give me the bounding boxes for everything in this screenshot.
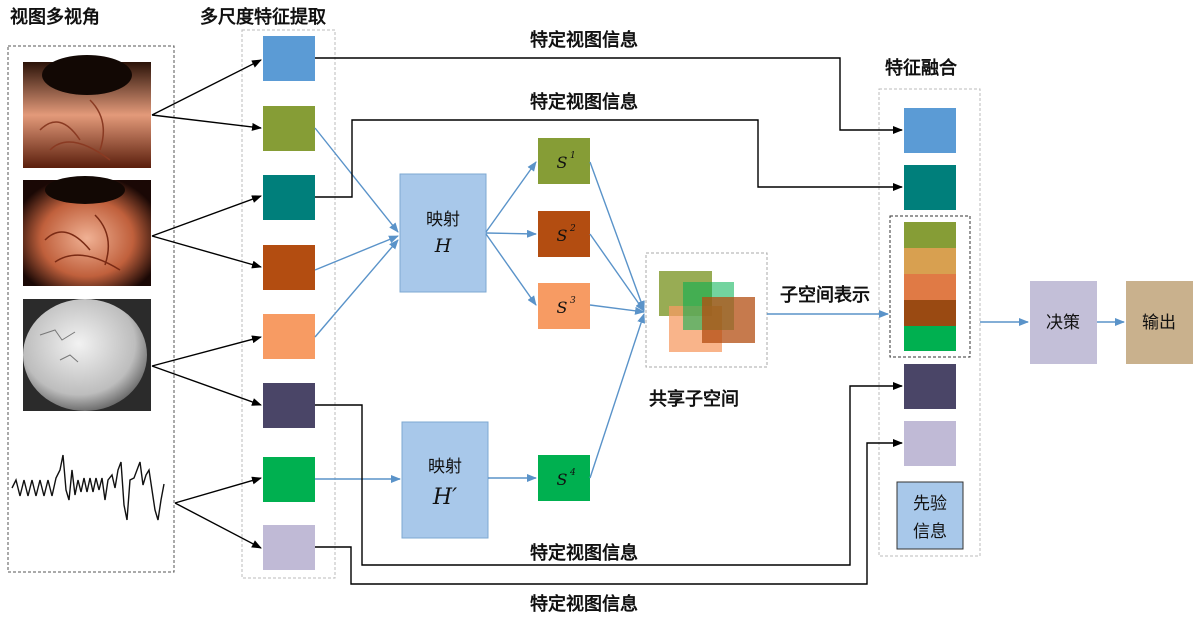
view-specific-label-1: 特定视图信息 — [530, 29, 638, 51]
subspace-s4 — [538, 455, 590, 501]
extraction-group — [241, 29, 336, 579]
prior-info-line1: 先验 — [913, 494, 947, 514]
feature-block-teal — [263, 175, 315, 220]
view-specific-label-4: 特定视图信息 — [530, 593, 638, 615]
fusion-stack-olive — [904, 222, 956, 248]
decision-label: 决策 — [1046, 313, 1080, 333]
view-to-feature-arrows — [151, 59, 262, 549]
egg-image-1 — [23, 55, 151, 168]
shared-subspace-label: 共享子空间 — [649, 388, 739, 410]
fusion-stack-brown — [904, 300, 956, 326]
fusion-subspace-group — [889, 215, 971, 358]
views-group — [7, 45, 175, 573]
subspace-s2-sup: 2 — [569, 224, 576, 234]
subspace-s3-symbol: S — [557, 298, 568, 317]
decision-box — [1030, 281, 1097, 364]
feature-block-lavender — [263, 525, 315, 570]
view-specific-label-2: 特定视图信息 — [530, 91, 638, 113]
output-label: 输出 — [1142, 313, 1176, 333]
shared-subspace-box — [645, 252, 768, 368]
fusion-title: 特征融合 — [885, 57, 958, 79]
fusion-block-lavender — [904, 421, 956, 466]
mapping-to-s-arrows — [485, 161, 537, 482]
mapping-box-h-prime — [401, 421, 489, 539]
feature-block-navy — [263, 383, 315, 428]
subspace-s3 — [538, 283, 590, 329]
extraction-title: 多尺度特征提取 — [200, 6, 327, 28]
prior-info-box — [896, 481, 964, 550]
prior-info-line2: 信息 — [913, 522, 947, 542]
mapping-box-h-symbol: H — [434, 235, 452, 257]
subspace-s4-sup: 4 — [569, 468, 576, 478]
vibration-signal — [11, 454, 165, 521]
mapping-box-h-prime-label: 映射 — [428, 457, 462, 477]
fusion-block-blue — [904, 108, 956, 153]
fusion-block-teal — [904, 165, 956, 210]
output-box — [1126, 281, 1193, 364]
subspace-s1-symbol: S — [557, 153, 568, 172]
feature-block-rust — [263, 245, 315, 290]
subspace-s4-symbol: S — [557, 470, 568, 489]
subspace-s2-symbol: S — [557, 226, 568, 245]
egg-image-3 — [23, 299, 151, 411]
subspace-s3-sup: 3 — [570, 296, 576, 306]
subspace-s2 — [538, 211, 590, 257]
views-title: 视图多视角 — [10, 6, 100, 28]
subspace-s1-sup: 1 — [570, 151, 576, 161]
fusion-block-navy — [904, 364, 956, 409]
feature-block-olive — [263, 106, 315, 151]
fusion-stack-green — [904, 326, 956, 351]
feature-block-peach — [263, 314, 315, 359]
s-to-shared-arrows — [589, 161, 889, 479]
subspace-s1 — [538, 138, 590, 184]
feature-block-green — [263, 457, 315, 502]
feature-to-mapping-arrows — [314, 127, 401, 483]
shared-subspace-overlap — [659, 271, 755, 352]
fusion-group — [878, 88, 981, 557]
subspace-repr-label: 子空间表示 — [780, 284, 870, 306]
view-specific-routes — [315, 57, 903, 585]
mapping-box-h-prime-symbol: H′ — [432, 485, 457, 510]
egg-image-2 — [23, 176, 151, 286]
feature-block-blue — [263, 36, 315, 81]
mapping-box-h-label: 映射 — [426, 210, 460, 230]
view-specific-label-3: 特定视图信息 — [530, 542, 638, 564]
fusion-stack-orange — [904, 274, 956, 300]
fusion-stack-ochre — [904, 248, 956, 274]
mapping-box-h — [399, 173, 487, 293]
